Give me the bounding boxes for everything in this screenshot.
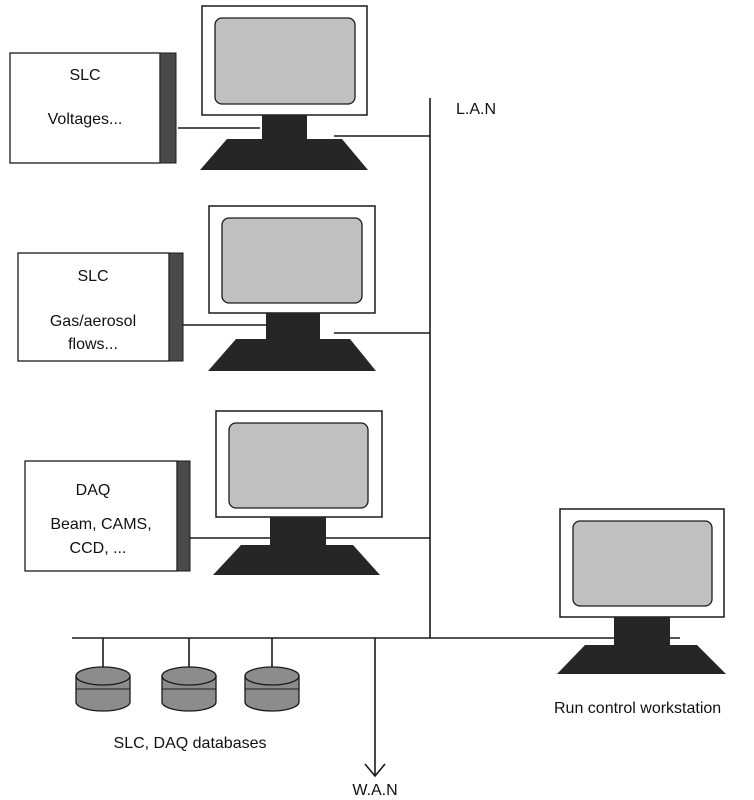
wan-arrow-head [364, 763, 386, 778]
databases-label: SLC, DAQ databases [114, 735, 267, 752]
node-line: CCD, ... [70, 540, 127, 557]
node-line: Gas/aerosol [50, 313, 136, 330]
node-line: flows... [68, 336, 118, 353]
run-control-workstation [557, 508, 726, 674]
network-lines [72, 98, 680, 778]
wan-label: W.A.N [352, 782, 397, 799]
workstation-monitor-2 [208, 205, 376, 371]
node-title: DAQ [76, 482, 111, 499]
node-box-slc-gas: SLC Gas/aerosol flows... [17, 252, 184, 362]
database-cylinder-3 [244, 666, 300, 712]
database-cylinder-1 [75, 666, 131, 712]
lan-label: L.A.N [456, 101, 496, 118]
node-line: Voltages... [48, 111, 123, 128]
node-title: SLC [69, 67, 100, 84]
run-control-label: Run control workstation [554, 700, 721, 717]
node-title: SLC [77, 268, 108, 285]
node-box-slc-voltages: SLC Voltages... [9, 52, 177, 164]
workstation-monitor-1 [200, 5, 368, 170]
database-cylinder-2 [161, 666, 217, 712]
node-box-daq: DAQ Beam, CAMS, CCD, ... [24, 460, 191, 572]
node-line: Beam, CAMS, [50, 516, 151, 533]
workstation-monitor-3 [213, 410, 383, 575]
